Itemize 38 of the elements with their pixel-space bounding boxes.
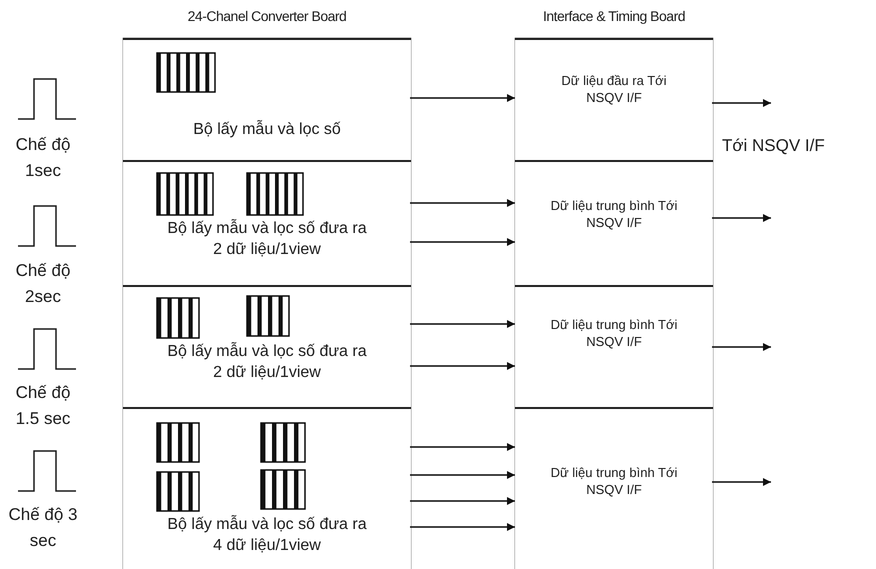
edge-label: Tới NSQV I/F [722, 136, 825, 156]
section-text: Bộ lấy mẫu và lọc số [192, 120, 342, 140]
mode-label: Chế độ 1sec [14, 134, 72, 182]
mode-label: Chế độ 2sec [14, 260, 72, 308]
arrow [712, 99, 771, 107]
arrow [410, 471, 515, 479]
arrow [712, 343, 771, 351]
arrow [410, 238, 515, 246]
board-section [123, 407, 411, 569]
arrow [410, 94, 515, 102]
board-section [515, 160, 713, 285]
board-title: Interface & Timing Board [542, 8, 686, 24]
board-section [515, 285, 713, 407]
section-text: Bộ lấy mẫu và lọc số đưa ra 4 dữ liệu/1view [167, 515, 367, 556]
circuit-board [515, 8, 713, 569]
board-section [123, 160, 411, 285]
section-text: Bộ lấy mẫu và lọc số đưa ra 2 dữ liệu/1view [167, 219, 367, 260]
board-title: 24-Chanel Converter Board [186, 8, 348, 24]
arrow [712, 478, 771, 486]
arrow [410, 523, 515, 531]
board-section [123, 38, 411, 160]
arrow [410, 497, 515, 505]
section-text: Dữ liệu trung bình Tới NSQV I/F [550, 198, 678, 232]
arrow [410, 199, 515, 207]
mode-label: Chế độ 1.5 sec [14, 382, 72, 430]
section-text: Dữ liệu đầu ra Tới NSQV I/F [560, 73, 668, 107]
arrow [410, 443, 515, 451]
section-text: Dữ liệu trung bình Tới NSQV I/F [550, 465, 678, 499]
board-section [515, 38, 713, 160]
arrow [410, 362, 515, 370]
board-section [123, 285, 411, 407]
board-section [515, 407, 713, 569]
section-text: Bộ lấy mẫu và lọc số đưa ra 2 dữ liệu/1view [167, 342, 367, 383]
section-text: Dữ liệu trung bình Tới NSQV I/F [550, 317, 678, 351]
circuit-board [123, 8, 411, 569]
arrow [712, 214, 771, 222]
mode-label: Chế độ 3 sec [8, 504, 78, 552]
arrow [410, 320, 515, 328]
